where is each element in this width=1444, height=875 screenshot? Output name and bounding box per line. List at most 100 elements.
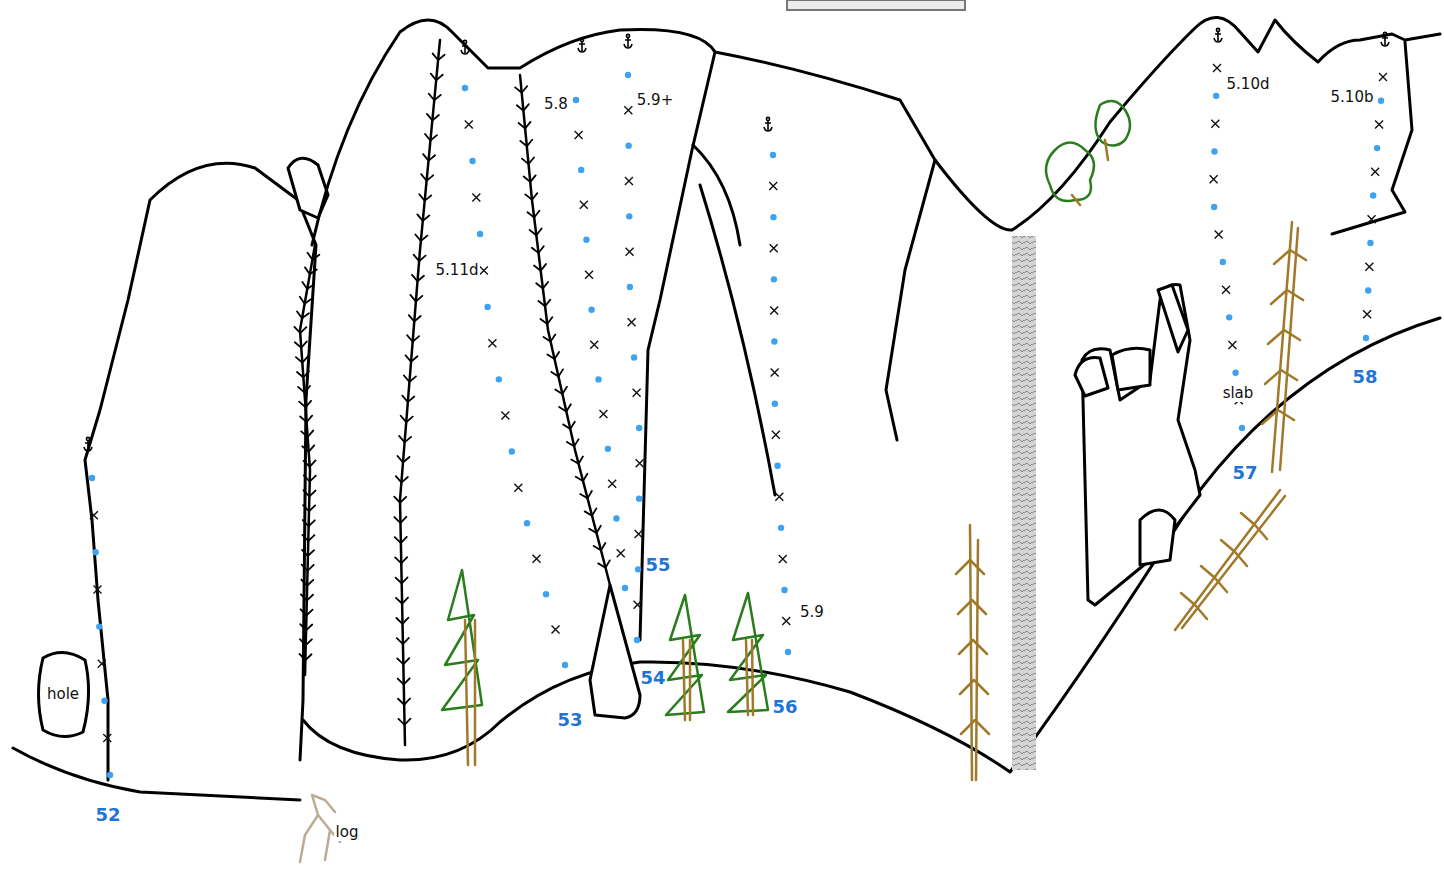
route-number: 53 xyxy=(555,711,584,729)
bolt-x xyxy=(580,201,588,209)
grade-label: 5.10d xyxy=(1225,75,1272,93)
route-number: 56 xyxy=(770,698,799,716)
bolt-dot xyxy=(562,662,568,668)
bolt-x xyxy=(636,459,644,467)
bolt-dot xyxy=(636,425,642,431)
bolt-x xyxy=(1371,168,1379,176)
bolt-dot xyxy=(771,276,777,282)
bolt-dot xyxy=(636,495,642,501)
anchor-symbol xyxy=(626,34,629,37)
bolt-dot xyxy=(477,231,483,237)
bolt-x xyxy=(633,389,641,397)
bolt-x xyxy=(635,530,643,538)
anchor-symbol xyxy=(624,38,632,48)
bolt-dot xyxy=(1239,425,1245,431)
bolt-dot xyxy=(1370,192,1376,198)
route-number: 58 xyxy=(1350,368,1379,386)
bolt-dot xyxy=(774,463,780,469)
bolt-x xyxy=(1368,215,1376,223)
bolt-dot xyxy=(1211,148,1217,154)
anchor-symbol xyxy=(84,441,92,451)
bolt-x xyxy=(617,549,625,557)
bolt-x xyxy=(769,182,777,190)
anchor-symbol xyxy=(1214,32,1222,42)
bolt-dot xyxy=(785,649,791,655)
grade-label: 5.10b xyxy=(1329,88,1376,106)
anchor-symbol xyxy=(1381,36,1389,46)
bolt-dot xyxy=(1365,287,1371,293)
bolt-dot xyxy=(484,304,490,310)
anchor-symbol xyxy=(764,121,772,131)
bolt-dot xyxy=(469,158,475,164)
bolt-dot xyxy=(543,591,549,597)
bolt-x xyxy=(1228,341,1236,349)
anchor-symbol xyxy=(1383,32,1386,35)
bolt-dot xyxy=(96,623,102,629)
bolt-dot xyxy=(626,213,632,219)
route-number: 57 xyxy=(1230,464,1259,482)
bolt-dot xyxy=(772,400,778,406)
bolt-dot xyxy=(605,446,611,452)
anchor-symbol xyxy=(1216,28,1219,31)
hole-label: hole xyxy=(47,685,79,703)
bolt-x xyxy=(770,244,778,252)
bolt-x xyxy=(772,431,780,439)
bolt-dot xyxy=(509,448,515,454)
grade-label: 5.8 xyxy=(542,95,570,113)
bolt-x xyxy=(1379,73,1387,81)
grade-label: 5.11d xyxy=(434,261,481,279)
bolt-dot xyxy=(771,338,777,344)
bolt-dot xyxy=(1211,204,1217,210)
bolt-dot xyxy=(634,637,640,643)
bolt-dot xyxy=(1378,98,1384,104)
bolt-x xyxy=(628,318,636,326)
bolt-x xyxy=(585,271,593,279)
anchor-symbol xyxy=(766,117,769,120)
route-number: 55 xyxy=(643,556,672,574)
bolt-x xyxy=(1222,286,1230,294)
bolt-x xyxy=(626,248,634,256)
bolt-dot xyxy=(770,214,776,220)
bolt-x xyxy=(575,131,583,139)
bolt-x xyxy=(488,339,496,347)
crack-symbol xyxy=(294,253,319,660)
bolt-x xyxy=(501,411,509,419)
bolt-x xyxy=(103,734,111,742)
bolt-x xyxy=(465,120,473,128)
bolt-dot xyxy=(631,354,637,360)
grade-label: 5.9+ xyxy=(635,91,675,109)
bolt-x xyxy=(770,306,778,314)
hole-shape xyxy=(39,652,89,736)
bolt-x xyxy=(608,480,616,488)
bolt-x xyxy=(94,585,102,593)
hole-outline: hole xyxy=(35,648,91,740)
bolt-x xyxy=(1210,175,1218,183)
bolt-dot xyxy=(1213,93,1219,99)
route-number: 54 xyxy=(638,669,667,687)
bolt-dot xyxy=(462,85,468,91)
bolt-x xyxy=(1213,64,1221,72)
bolt-x xyxy=(472,193,480,201)
bolt-dot xyxy=(770,152,776,158)
bolt-x xyxy=(98,660,106,668)
bolt-dot xyxy=(583,237,589,243)
bolt-dot xyxy=(588,306,594,312)
crack-symbol xyxy=(515,86,610,567)
bolt-x xyxy=(634,601,642,609)
bolt-dot xyxy=(573,97,579,103)
bolt-x xyxy=(625,177,633,185)
crack-symbol xyxy=(394,54,444,725)
bolt-x xyxy=(90,511,98,519)
bolt-dot xyxy=(524,520,530,526)
bolt-dot xyxy=(635,566,641,572)
bolt-dot xyxy=(1363,335,1369,341)
bolt-dot xyxy=(627,284,633,290)
bolt-x xyxy=(514,484,522,492)
bolt-dot xyxy=(89,475,95,481)
feature-label: slab xyxy=(1221,384,1256,402)
bolt-x xyxy=(1211,120,1219,128)
bolt-x xyxy=(624,106,632,114)
bolt-dot xyxy=(625,72,631,78)
bolt-dot xyxy=(578,167,584,173)
